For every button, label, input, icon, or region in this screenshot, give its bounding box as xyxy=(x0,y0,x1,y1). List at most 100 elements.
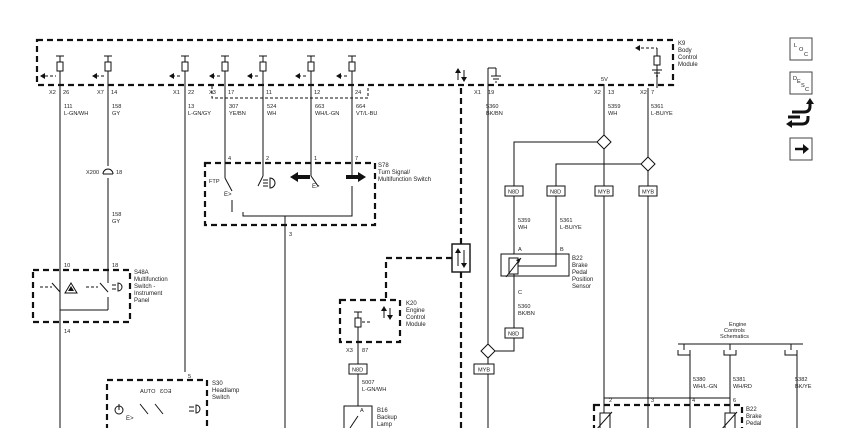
svg-text:1: 1 xyxy=(314,156,317,162)
swap-arrows-icon[interactable] xyxy=(786,98,814,128)
svg-text:X3: X3 xyxy=(346,348,353,354)
s48a-id: S48A xyxy=(134,270,149,276)
wire-158: 158 GY X200 18 158 GY xyxy=(86,88,122,270)
svg-text:O: O xyxy=(799,47,804,53)
n8d-tag: N8D xyxy=(348,363,368,375)
pin-24: 24 xyxy=(355,90,361,96)
wire-5360: 5360 BK/BN xyxy=(480,90,515,428)
pin-a: A xyxy=(518,247,522,253)
turn-left-arrow-icon xyxy=(290,172,310,182)
parking-lamp-icon: ƐOƎ xyxy=(160,389,172,395)
k20-engine-control-module: K20 Engine Control Module X3 87 xyxy=(338,298,426,364)
k9-line-1: Body xyxy=(678,48,692,54)
svg-text:A: A xyxy=(360,408,364,414)
svg-text:Module: Module xyxy=(406,322,426,328)
arrow-left-icon xyxy=(209,73,214,79)
n8d-tag: N8D xyxy=(504,185,524,197)
svg-text:5: 5 xyxy=(188,374,191,380)
svg-text:Lamp: Lamp xyxy=(377,422,393,428)
power-icon xyxy=(114,404,124,415)
driver-icon xyxy=(635,45,662,88)
pin-22: 22 xyxy=(188,90,194,96)
arrow-left-icon xyxy=(635,45,640,51)
svg-text:3: 3 xyxy=(651,398,654,404)
engine-controls-schematics-ref: Engine Controls Schematics 5380 WH/L-GN … xyxy=(677,322,812,428)
pin-17: 17 xyxy=(228,90,234,96)
svg-text:MYB: MYB xyxy=(598,190,610,196)
svg-text:ƐOƎ: ƐOƎ xyxy=(160,389,172,395)
k9-id: K9 xyxy=(678,41,686,47)
k9-line-2: Control xyxy=(678,55,697,61)
svg-text:158: 158 xyxy=(112,212,121,218)
splice-diamond xyxy=(596,134,612,150)
svg-text:GY: GY xyxy=(112,111,120,117)
driver-icon xyxy=(56,55,64,88)
connector-x1: X1 xyxy=(173,90,180,96)
svg-text:Pedal: Pedal xyxy=(572,270,587,276)
svg-text:Panel: Panel xyxy=(134,298,149,304)
b16-backup-lamp: A B16 Backup Lamp xyxy=(343,405,398,428)
svg-text:WH/L-GN: WH/L-GN xyxy=(693,384,717,390)
location-button[interactable]: L O C xyxy=(789,37,813,61)
five-volt-label: 5V xyxy=(601,77,608,83)
svg-text:Switch -: Switch - xyxy=(134,284,155,290)
svg-text:WH/L-GN: WH/L-GN xyxy=(315,111,339,117)
svg-text:BK/YE: BK/YE xyxy=(795,384,812,390)
arrow-left-icon xyxy=(169,73,174,79)
svg-text:Brake: Brake xyxy=(746,414,762,420)
splice-diamond xyxy=(480,343,496,359)
svg-text:4: 4 xyxy=(228,156,231,162)
svg-text:Multifunction: Multifunction xyxy=(134,277,168,283)
svg-text:GY: GY xyxy=(112,219,120,225)
svg-text:L-GN/WH: L-GN/WH xyxy=(362,387,386,393)
svg-text:5359: 5359 xyxy=(608,104,620,110)
s30-id: S30 xyxy=(212,381,223,387)
svg-text:5361: 5361 xyxy=(560,218,572,224)
svg-text:664: 664 xyxy=(356,104,365,110)
svg-text:6: 6 xyxy=(733,398,736,404)
pin-7: 7 xyxy=(651,90,654,96)
svg-text:N8D: N8D xyxy=(508,190,519,196)
arrow-left-icon xyxy=(336,73,341,79)
svg-text:Backup: Backup xyxy=(377,415,398,421)
b22-brake-pedal-position-sensor: A B C B22 Brake Pedal Position Sensor xyxy=(500,247,593,296)
svg-text:MYB: MYB xyxy=(478,368,490,374)
twisted-pair-shield xyxy=(211,86,369,99)
wire-13: 13 L-GN/GY xyxy=(184,88,211,372)
connector-x2c: X2 xyxy=(640,90,647,96)
k9-internal-drivers: 5V xyxy=(40,45,662,92)
connector-x2: X2 xyxy=(49,90,56,96)
k9-body-control-module: K9 Body Control Module xyxy=(35,38,698,87)
wire-5359: 5359 WH xyxy=(513,92,620,186)
headlamp-icon xyxy=(189,404,201,414)
arrow-left-icon xyxy=(40,73,45,79)
driver-icon xyxy=(348,55,356,88)
k9-line-3: Module xyxy=(678,62,698,68)
svg-text:13: 13 xyxy=(188,104,194,110)
driver-icon xyxy=(354,311,362,344)
svg-text:5380: 5380 xyxy=(693,377,705,383)
svg-text:Engine: Engine xyxy=(406,308,425,314)
serial-data-junction xyxy=(451,243,471,273)
svg-text:Schematics: Schematics xyxy=(720,334,749,340)
svg-text:Position: Position xyxy=(572,277,593,283)
svg-text:N8D: N8D xyxy=(352,368,363,374)
arrow-left-icon xyxy=(247,73,252,79)
forward-arrow-button[interactable] xyxy=(789,137,813,161)
warning-triangle-icon xyxy=(64,282,78,294)
svg-text:5382: 5382 xyxy=(795,377,807,383)
svg-text:C: C xyxy=(805,87,809,93)
svg-text:158: 158 xyxy=(112,104,121,110)
svg-text:2: 2 xyxy=(266,156,269,162)
pin-12: 12 xyxy=(314,90,320,96)
switch-contact-icon: E> xyxy=(224,192,232,198)
switch-contact-icon: E> xyxy=(126,416,134,422)
arrow-left-icon xyxy=(295,73,300,79)
svg-text:BK/BN: BK/BN xyxy=(486,111,503,117)
svg-text:524: 524 xyxy=(267,104,276,110)
svg-text:WH/RD: WH/RD xyxy=(733,384,752,390)
svg-text:Instrument: Instrument xyxy=(134,291,163,297)
driver-icon xyxy=(181,55,189,88)
svg-text:Switch: Switch xyxy=(212,395,230,401)
description-button[interactable]: D E S C xyxy=(789,71,813,95)
